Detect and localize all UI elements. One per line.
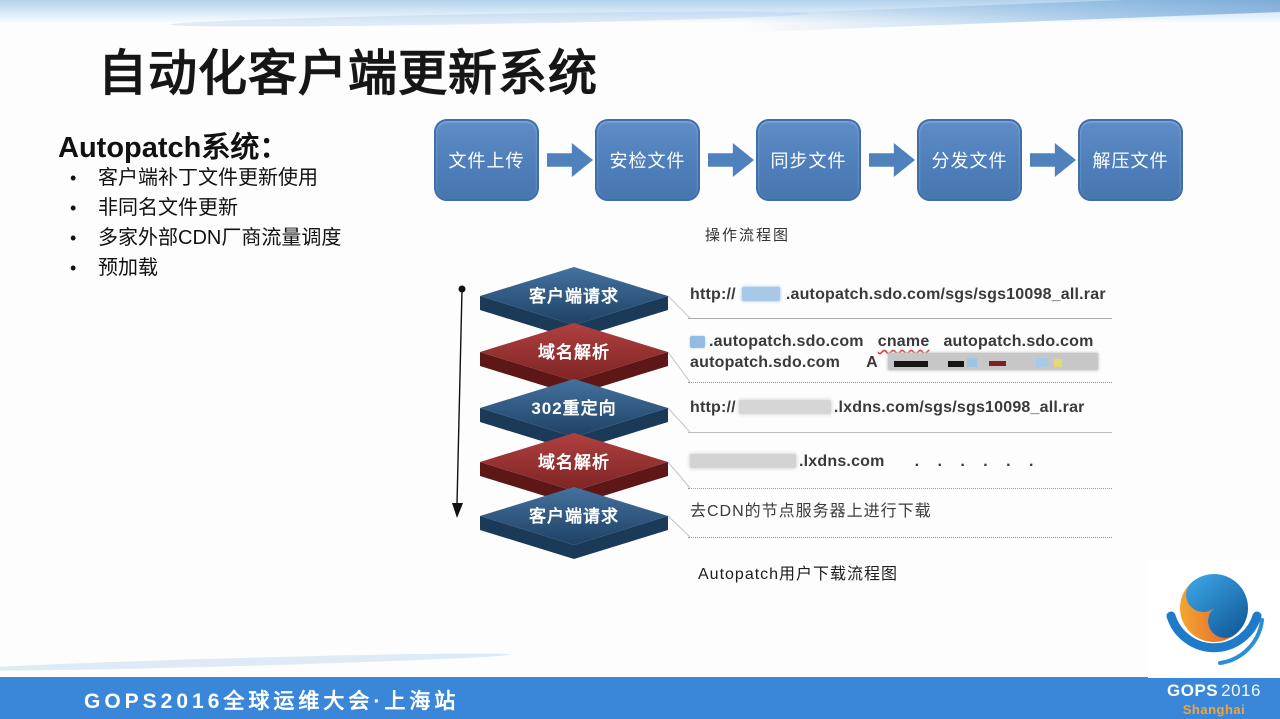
bullet-item: • 客户端补丁文件更新使用: [60, 163, 440, 193]
cname-keyword: cname: [877, 333, 930, 350]
flow-step-upload: 文件上传: [434, 119, 539, 201]
gops-logo-gops: GOPS: [1167, 681, 1219, 700]
url-suffix: .lxdns.com/sgs/sgs10098_all.rar: [833, 399, 1085, 416]
stack-layer-label: 302重定向: [531, 398, 616, 418]
separator-line: [688, 488, 1112, 489]
flow-caption: 操作流程图: [705, 227, 791, 244]
dns-resolve-row: .autopatch.sdo.com cname autopatch.sdo.com…: [690, 331, 1098, 373]
flow-arrow-icon: [547, 143, 593, 177]
url-row-client-request: http:// .autopatch.sdo.com/sgs/sgs10098_a…: [690, 286, 1106, 304]
redacted-block: [738, 400, 831, 414]
cname-line: .autopatch.sdo.com cname autopatch.sdo.com: [690, 331, 1098, 352]
cname-target: autopatch.sdo.com: [943, 333, 1094, 350]
a-record-domain: autopatch.sdo.com: [690, 354, 841, 371]
redacted-block: [690, 454, 796, 468]
cdn-download-note: 去CDN的节点服务器上进行下载: [690, 503, 932, 520]
flow-arrow-icon: [1030, 143, 1076, 177]
flow-step-sync: 同步文件: [756, 119, 861, 201]
stack-layer-client-request-2: 客户端请求: [480, 487, 668, 559]
domain-suffix: .lxdns.com: [799, 453, 885, 470]
flow-arrow-icon: [869, 143, 915, 177]
gops-logo-year: 2016: [1221, 681, 1261, 700]
bullet-item: • 多家外部CDN厂商流量调度: [60, 223, 440, 253]
stack-layer-label: 客户端请求: [528, 286, 619, 306]
separator-line: [688, 318, 1112, 319]
gops-logo-city: Shanghai: [1182, 702, 1246, 717]
download-stack-diagram: 客户端请求 域名解析 302重定向 域名解析 客户端请求: [452, 267, 691, 559]
separator-line: [688, 382, 1112, 383]
flow-step-scan: 安检文件: [595, 119, 700, 201]
bullet-glyph: •: [70, 258, 77, 278]
a-record-line: autopatch.sdo.com A: [690, 352, 1098, 373]
a-record-type: A: [866, 354, 878, 371]
sequence-arrow-icon: [452, 285, 466, 518]
url-prefix: http://: [690, 399, 736, 416]
footer-conference-title: GOPS2016全球运维大会·上海站: [84, 690, 460, 713]
url-suffix: .autopatch.sdo.com/sgs/sgs10098_all.rar: [785, 286, 1106, 303]
bullet-text: 客户端补丁文件更新使用: [98, 167, 318, 189]
stack-caption: Autopatch用户下载流程图: [698, 566, 899, 583]
bullet-glyph: •: [70, 198, 77, 218]
flow-step-distribute: 分发文件: [917, 119, 1022, 201]
separator-line: [688, 432, 1112, 433]
stack-layer-dns-resolve-2: 域名解析: [480, 433, 668, 505]
stack-layer-client-request-1: 客户端请求: [480, 267, 668, 339]
url-prefix: http://: [690, 286, 736, 303]
stack-layer-label: 域名解析: [538, 452, 610, 472]
intro-heading: Autopatch系统：: [58, 132, 289, 164]
bullet-item: • 非同名文件更新: [60, 193, 440, 223]
flow-arrow-icon: [708, 143, 754, 177]
redacted-ip-block: [887, 353, 1098, 370]
footer-bar: GOPS2016全球运维大会·上海站: [0, 677, 1280, 719]
separator-line: [688, 537, 1112, 538]
page-title: 自动化客户端更新系统: [98, 47, 599, 101]
ellipsis-dots: . . . . . .: [914, 453, 1041, 470]
bullet-glyph: •: [70, 228, 77, 248]
bullet-glyph: •: [70, 168, 77, 188]
gops-swirl-icon: [1166, 574, 1264, 665]
bullet-text: 多家外部CDN厂商流量调度: [98, 227, 342, 249]
gops-logo-block: [1148, 560, 1280, 678]
intro-bullet-list: • 客户端补丁文件更新使用 • 非同名文件更新 • 多家外部CDN厂商流量调度 …: [60, 163, 440, 283]
stack-layer-dns-resolve-1: 域名解析: [480, 323, 668, 395]
stack-layer-label: 域名解析: [538, 342, 610, 362]
bullet-text: 非同名文件更新: [98, 197, 238, 219]
cname-domain: .autopatch.sdo.com: [709, 333, 864, 350]
flow-step-unzip: 解压文件: [1078, 119, 1183, 201]
url-row-redirect: http:// .lxdns.com/sgs/sgs10098_all.rar: [690, 399, 1085, 417]
dns-resolve-row-2: .lxdns.com . . . . . .: [690, 453, 1040, 471]
bottom-wave-streak: [0, 650, 511, 674]
stack-layer-label: 客户端请求: [528, 506, 619, 526]
redacted-block: [690, 336, 705, 348]
bullet-item: • 预加载: [60, 253, 440, 283]
bullet-text: 预加载: [98, 257, 158, 279]
connector-lines: [667, 295, 691, 538]
redacted-block: [741, 287, 780, 301]
